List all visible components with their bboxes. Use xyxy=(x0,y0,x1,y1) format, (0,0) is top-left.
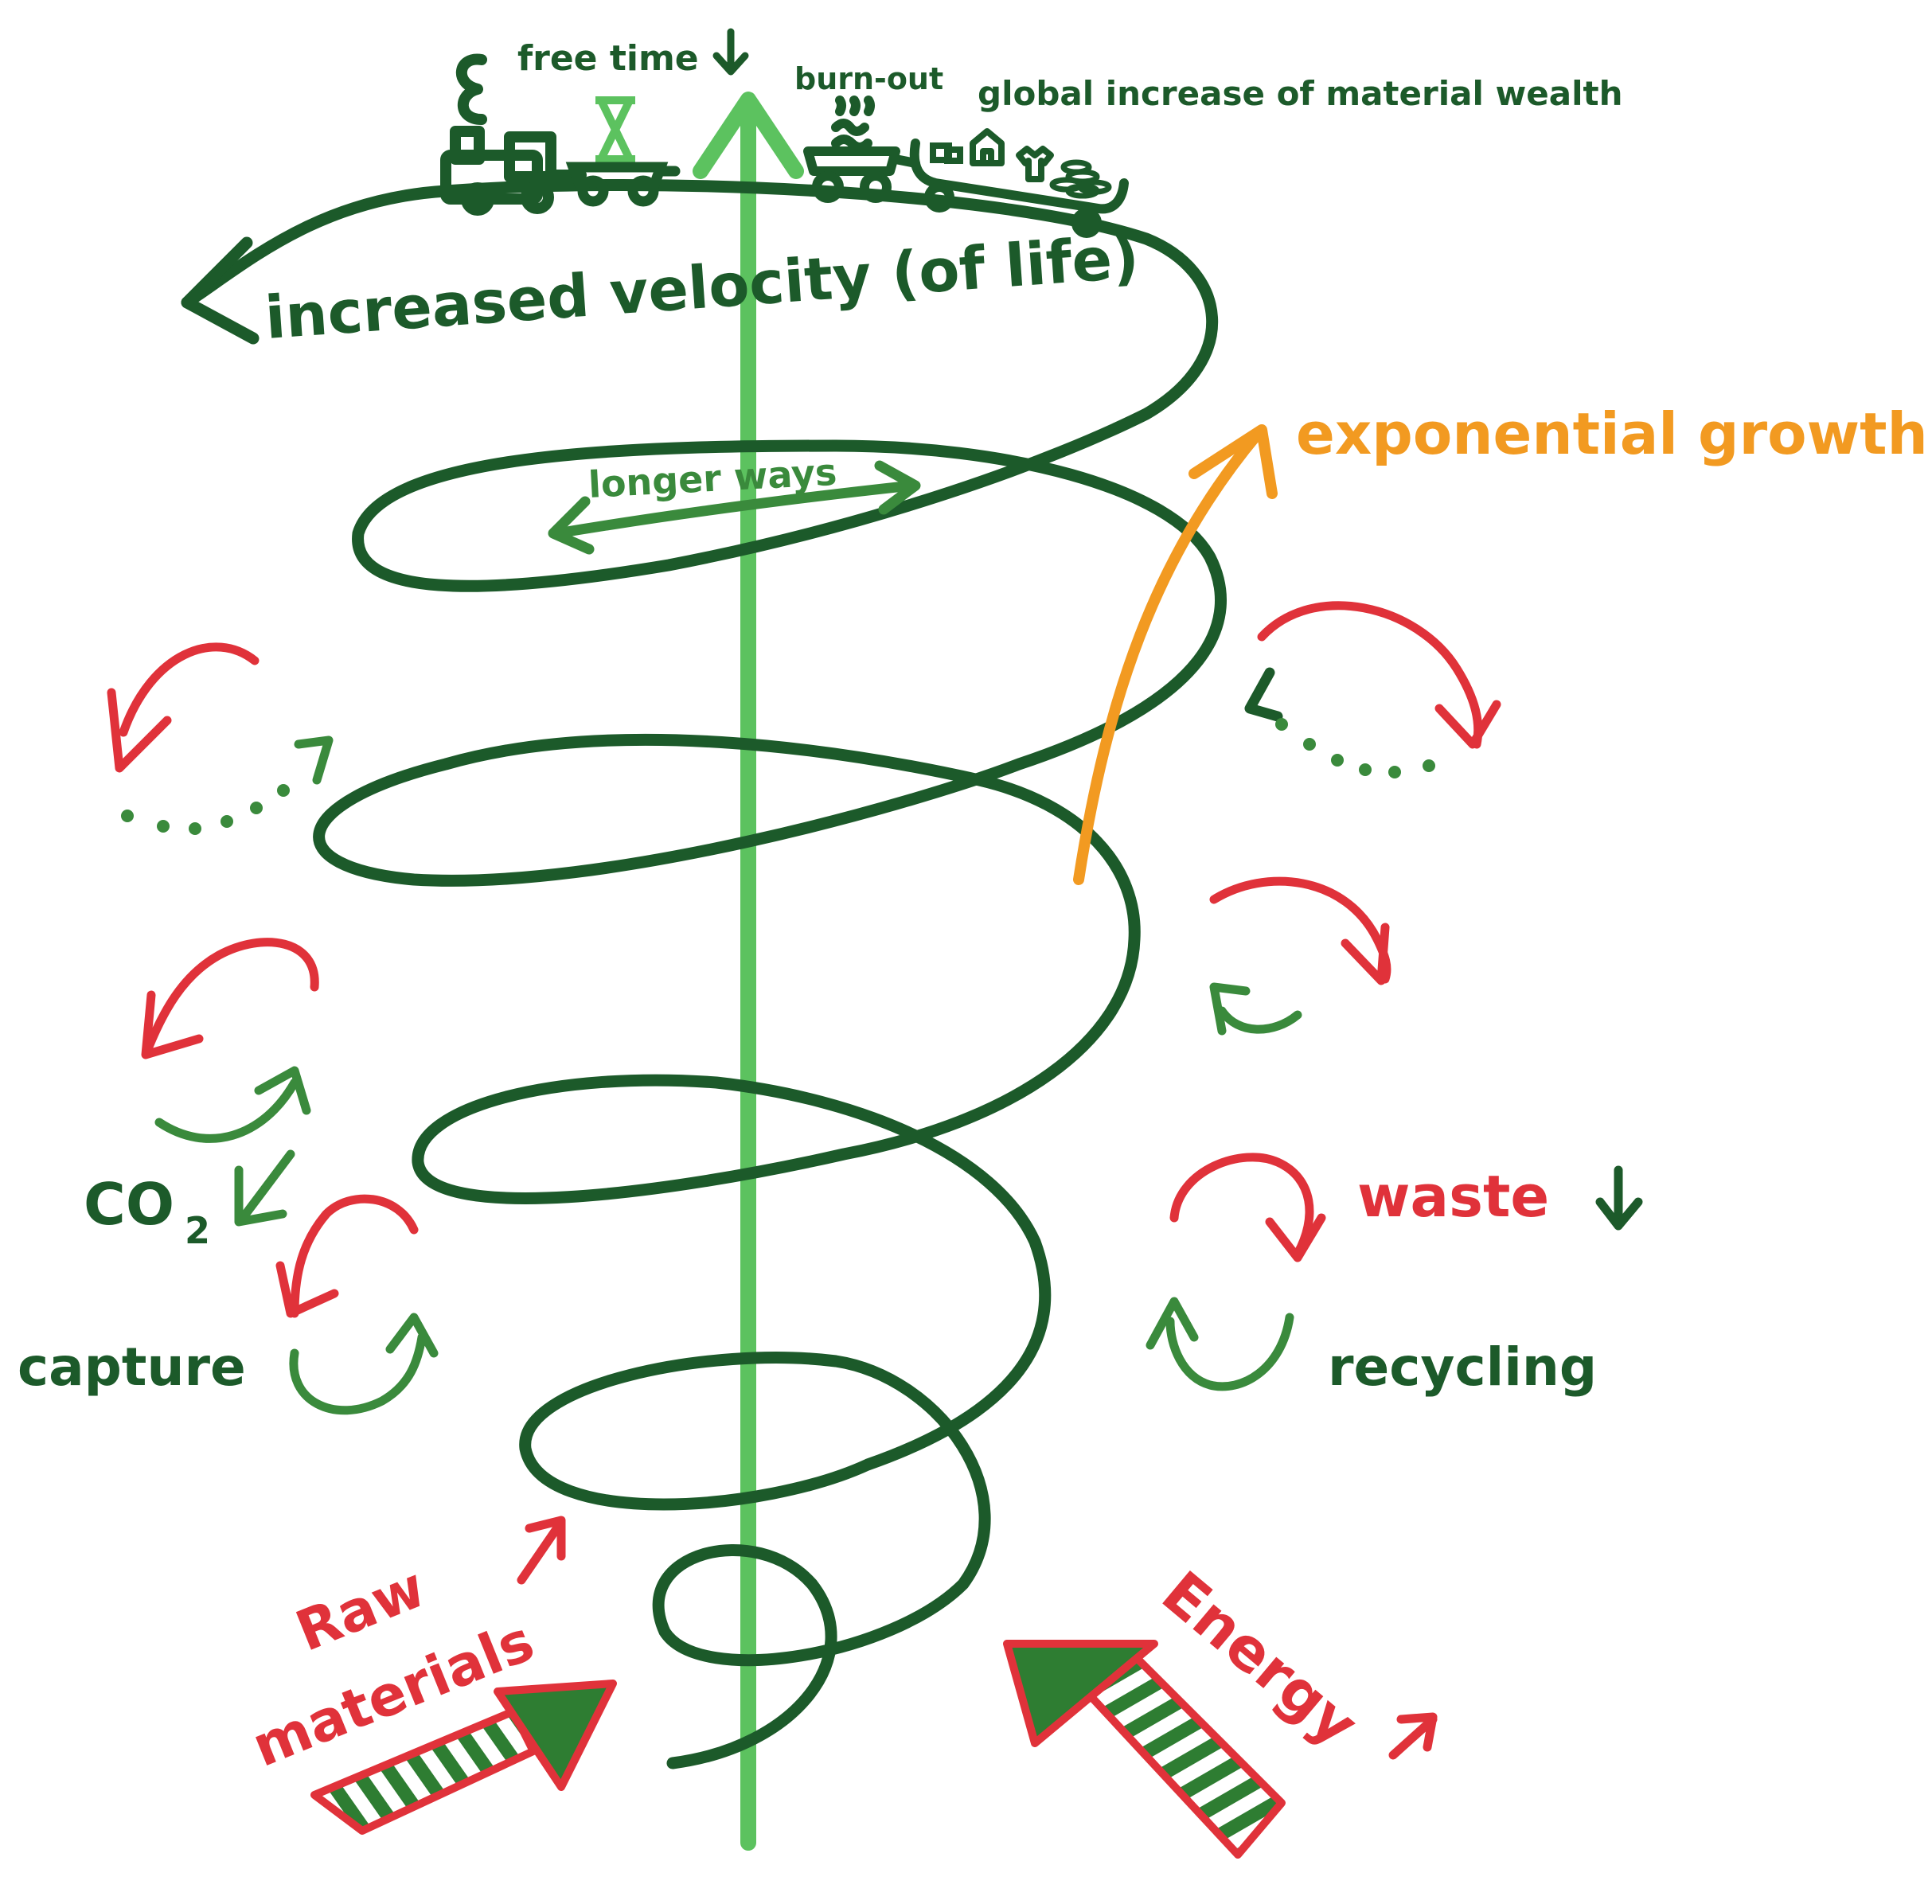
global-wealth-label: global increase of material wealth xyxy=(978,74,1622,113)
free-time-down-arrow xyxy=(712,28,749,76)
svg-text:increased velocity (of life): increased velocity (of life) xyxy=(263,223,1141,353)
cargo-wagon-icon xyxy=(909,139,1129,238)
right-cycle-2 xyxy=(1209,876,1391,1036)
free-time-label: free time xyxy=(517,38,699,79)
left-cycle-1 xyxy=(107,642,334,835)
box-icon xyxy=(930,142,963,164)
recycling-label: recycling xyxy=(1328,1336,1597,1398)
waste-down-arrow xyxy=(1595,1165,1643,1231)
house-icon xyxy=(970,128,1005,166)
central-axis-arrow xyxy=(693,92,804,1851)
right-cycle-3 xyxy=(1146,1153,1326,1391)
exponential-growth-arrow xyxy=(1073,424,1278,885)
co2-label: CO xyxy=(84,1171,174,1238)
hourglass-wagon-icon xyxy=(565,162,681,207)
left-cycle-2 xyxy=(141,938,319,1143)
energy-big-arrow xyxy=(1003,1640,1286,1859)
velocity-arrowhead xyxy=(181,236,260,345)
increased-velocity-label: increased velocity (of life) xyxy=(263,223,1141,353)
burn-out-label: burn-out xyxy=(794,61,943,96)
capture-label: capture xyxy=(18,1336,246,1398)
steaming-wagon-icon xyxy=(803,96,920,203)
raw-materials-small-up-arrow xyxy=(517,1516,566,1585)
energy-small-up-arrow xyxy=(1388,1712,1438,1760)
exponential-growth-label: exponential growth xyxy=(1296,400,1928,467)
coin-pile-icon xyxy=(1049,159,1112,199)
raw-materials-big-arrow xyxy=(310,1680,617,1835)
left-cycle-3 xyxy=(275,1194,439,1415)
raw-label: Raw xyxy=(287,1555,434,1664)
longer-ways-arrow xyxy=(548,460,921,555)
hourglass-icon xyxy=(595,96,635,163)
right-cycle-1 xyxy=(1244,601,1501,778)
co2-subscript: 2 xyxy=(185,1209,210,1252)
co2-down-arrow xyxy=(234,1149,295,1227)
shirt-icon xyxy=(1016,146,1054,182)
velocity-spiral xyxy=(181,179,1227,1769)
waste-label: waste xyxy=(1357,1163,1549,1230)
